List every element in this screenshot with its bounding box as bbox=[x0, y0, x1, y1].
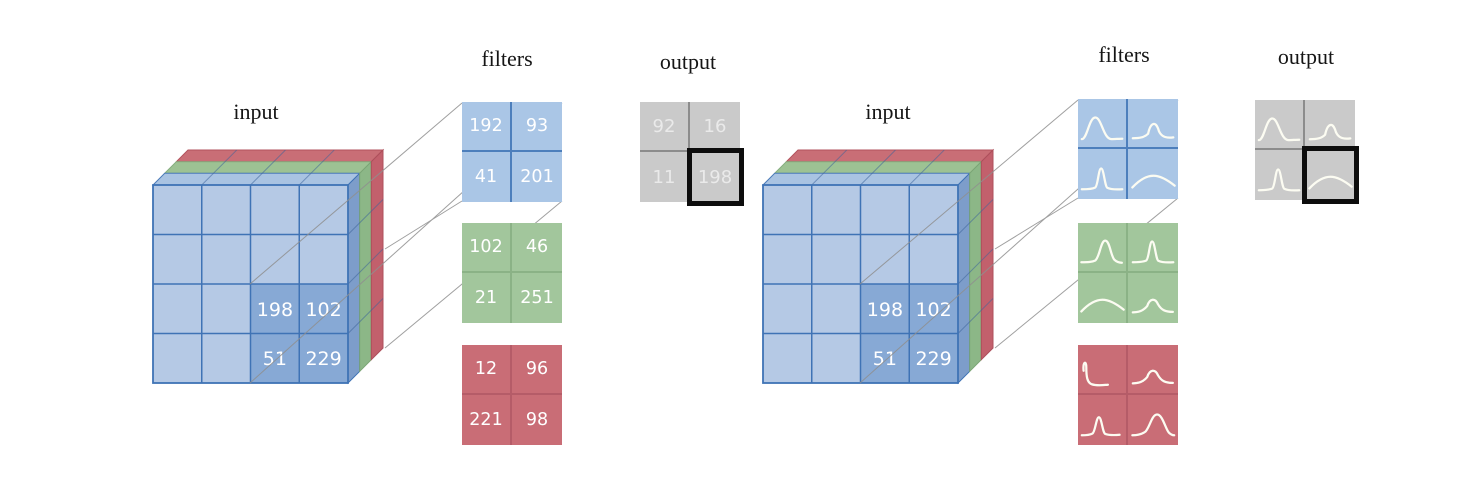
filter-cell bbox=[1128, 223, 1178, 273]
input-value: 51 bbox=[873, 348, 897, 370]
input-label-left: input bbox=[233, 99, 279, 124]
filter-cell bbox=[1128, 149, 1178, 199]
filter-cell bbox=[1078, 395, 1128, 445]
filter-cell: 41 bbox=[462, 152, 512, 202]
filter-cell bbox=[1128, 99, 1178, 149]
filter-cell bbox=[1078, 149, 1128, 199]
output-cell: 16 bbox=[690, 102, 740, 152]
filter-grid-blue-left: 192 93 41 201 bbox=[462, 102, 562, 202]
distribution-curve-icon bbox=[1308, 163, 1353, 195]
filter-cell bbox=[1128, 345, 1178, 395]
input-value: 229 bbox=[915, 348, 951, 370]
filter-cell: 192 bbox=[462, 102, 512, 152]
distribution-curve-icon bbox=[1257, 112, 1302, 144]
distribution-curve-icon bbox=[1308, 112, 1353, 144]
distribution-curve-icon bbox=[1131, 162, 1176, 194]
distribution-curve-icon bbox=[1080, 162, 1125, 194]
input-value: 51 bbox=[263, 348, 287, 370]
filter-cell bbox=[1078, 345, 1128, 395]
filter-cell: 46 bbox=[512, 223, 562, 273]
input-value: 229 bbox=[305, 348, 341, 370]
distribution-curve-icon bbox=[1131, 235, 1176, 267]
output-cell: 198 bbox=[690, 152, 740, 202]
filters-label-left: filters bbox=[481, 46, 533, 71]
filter-cell bbox=[1128, 395, 1178, 445]
distribution-curve-icon bbox=[1080, 408, 1125, 440]
input-value: 102 bbox=[915, 299, 951, 321]
filter-cell: 96 bbox=[512, 345, 562, 395]
input-value: 198 bbox=[867, 299, 903, 321]
filter-cell: 251 bbox=[512, 273, 562, 323]
distribution-curve-icon bbox=[1080, 235, 1125, 267]
output-cell: 92 bbox=[640, 102, 690, 152]
distribution-curve-icon bbox=[1131, 286, 1176, 318]
filter-grid-red-left: 12 96 221 98 bbox=[462, 345, 562, 445]
distribution-curve-icon bbox=[1080, 357, 1125, 389]
output-grid-left: 92 16 11 198 bbox=[640, 102, 744, 206]
distribution-curve-icon bbox=[1131, 357, 1176, 389]
filter-cell: 201 bbox=[512, 152, 562, 202]
input-cube-left: 198 102 51 229 bbox=[152, 149, 384, 384]
output-cell bbox=[1255, 100, 1305, 150]
filter-cell bbox=[1078, 223, 1128, 273]
input-value: 102 bbox=[305, 299, 341, 321]
output-cell bbox=[1305, 100, 1355, 150]
distribution-curve-icon bbox=[1131, 111, 1176, 143]
distribution-curve-icon bbox=[1080, 286, 1125, 318]
filter-cell bbox=[1078, 273, 1128, 323]
output-label-right: output bbox=[1277, 44, 1335, 69]
filter-grid-red-right bbox=[1078, 345, 1178, 445]
output-grid-right bbox=[1255, 100, 1359, 204]
filter-cell: 98 bbox=[512, 395, 562, 445]
filter-cell: 93 bbox=[512, 102, 562, 152]
filter-cell: 12 bbox=[462, 345, 512, 395]
distribution-curve-icon bbox=[1080, 111, 1125, 143]
filter-grid-blue-right bbox=[1078, 99, 1178, 199]
filters-label-right: filters bbox=[1098, 42, 1150, 67]
output-cell: 11 bbox=[640, 152, 690, 202]
output-cell bbox=[1255, 150, 1305, 200]
output-cell bbox=[1305, 150, 1355, 200]
input-label-right: input bbox=[865, 99, 911, 124]
filter-cell bbox=[1078, 99, 1128, 149]
filter-cell: 21 bbox=[462, 273, 512, 323]
input-cube-right: 198 102 51 229 bbox=[762, 149, 994, 384]
filter-grid-green-left: 102 46 21 251 bbox=[462, 223, 562, 323]
distribution-curve-icon bbox=[1257, 163, 1302, 195]
filter-grid-green-right bbox=[1078, 223, 1178, 323]
input-value: 198 bbox=[257, 299, 293, 321]
output-label-left: output bbox=[659, 49, 717, 74]
filter-cell bbox=[1128, 273, 1178, 323]
filter-cell: 102 bbox=[462, 223, 512, 273]
filter-cell: 221 bbox=[462, 395, 512, 445]
distribution-curve-icon bbox=[1131, 408, 1176, 440]
